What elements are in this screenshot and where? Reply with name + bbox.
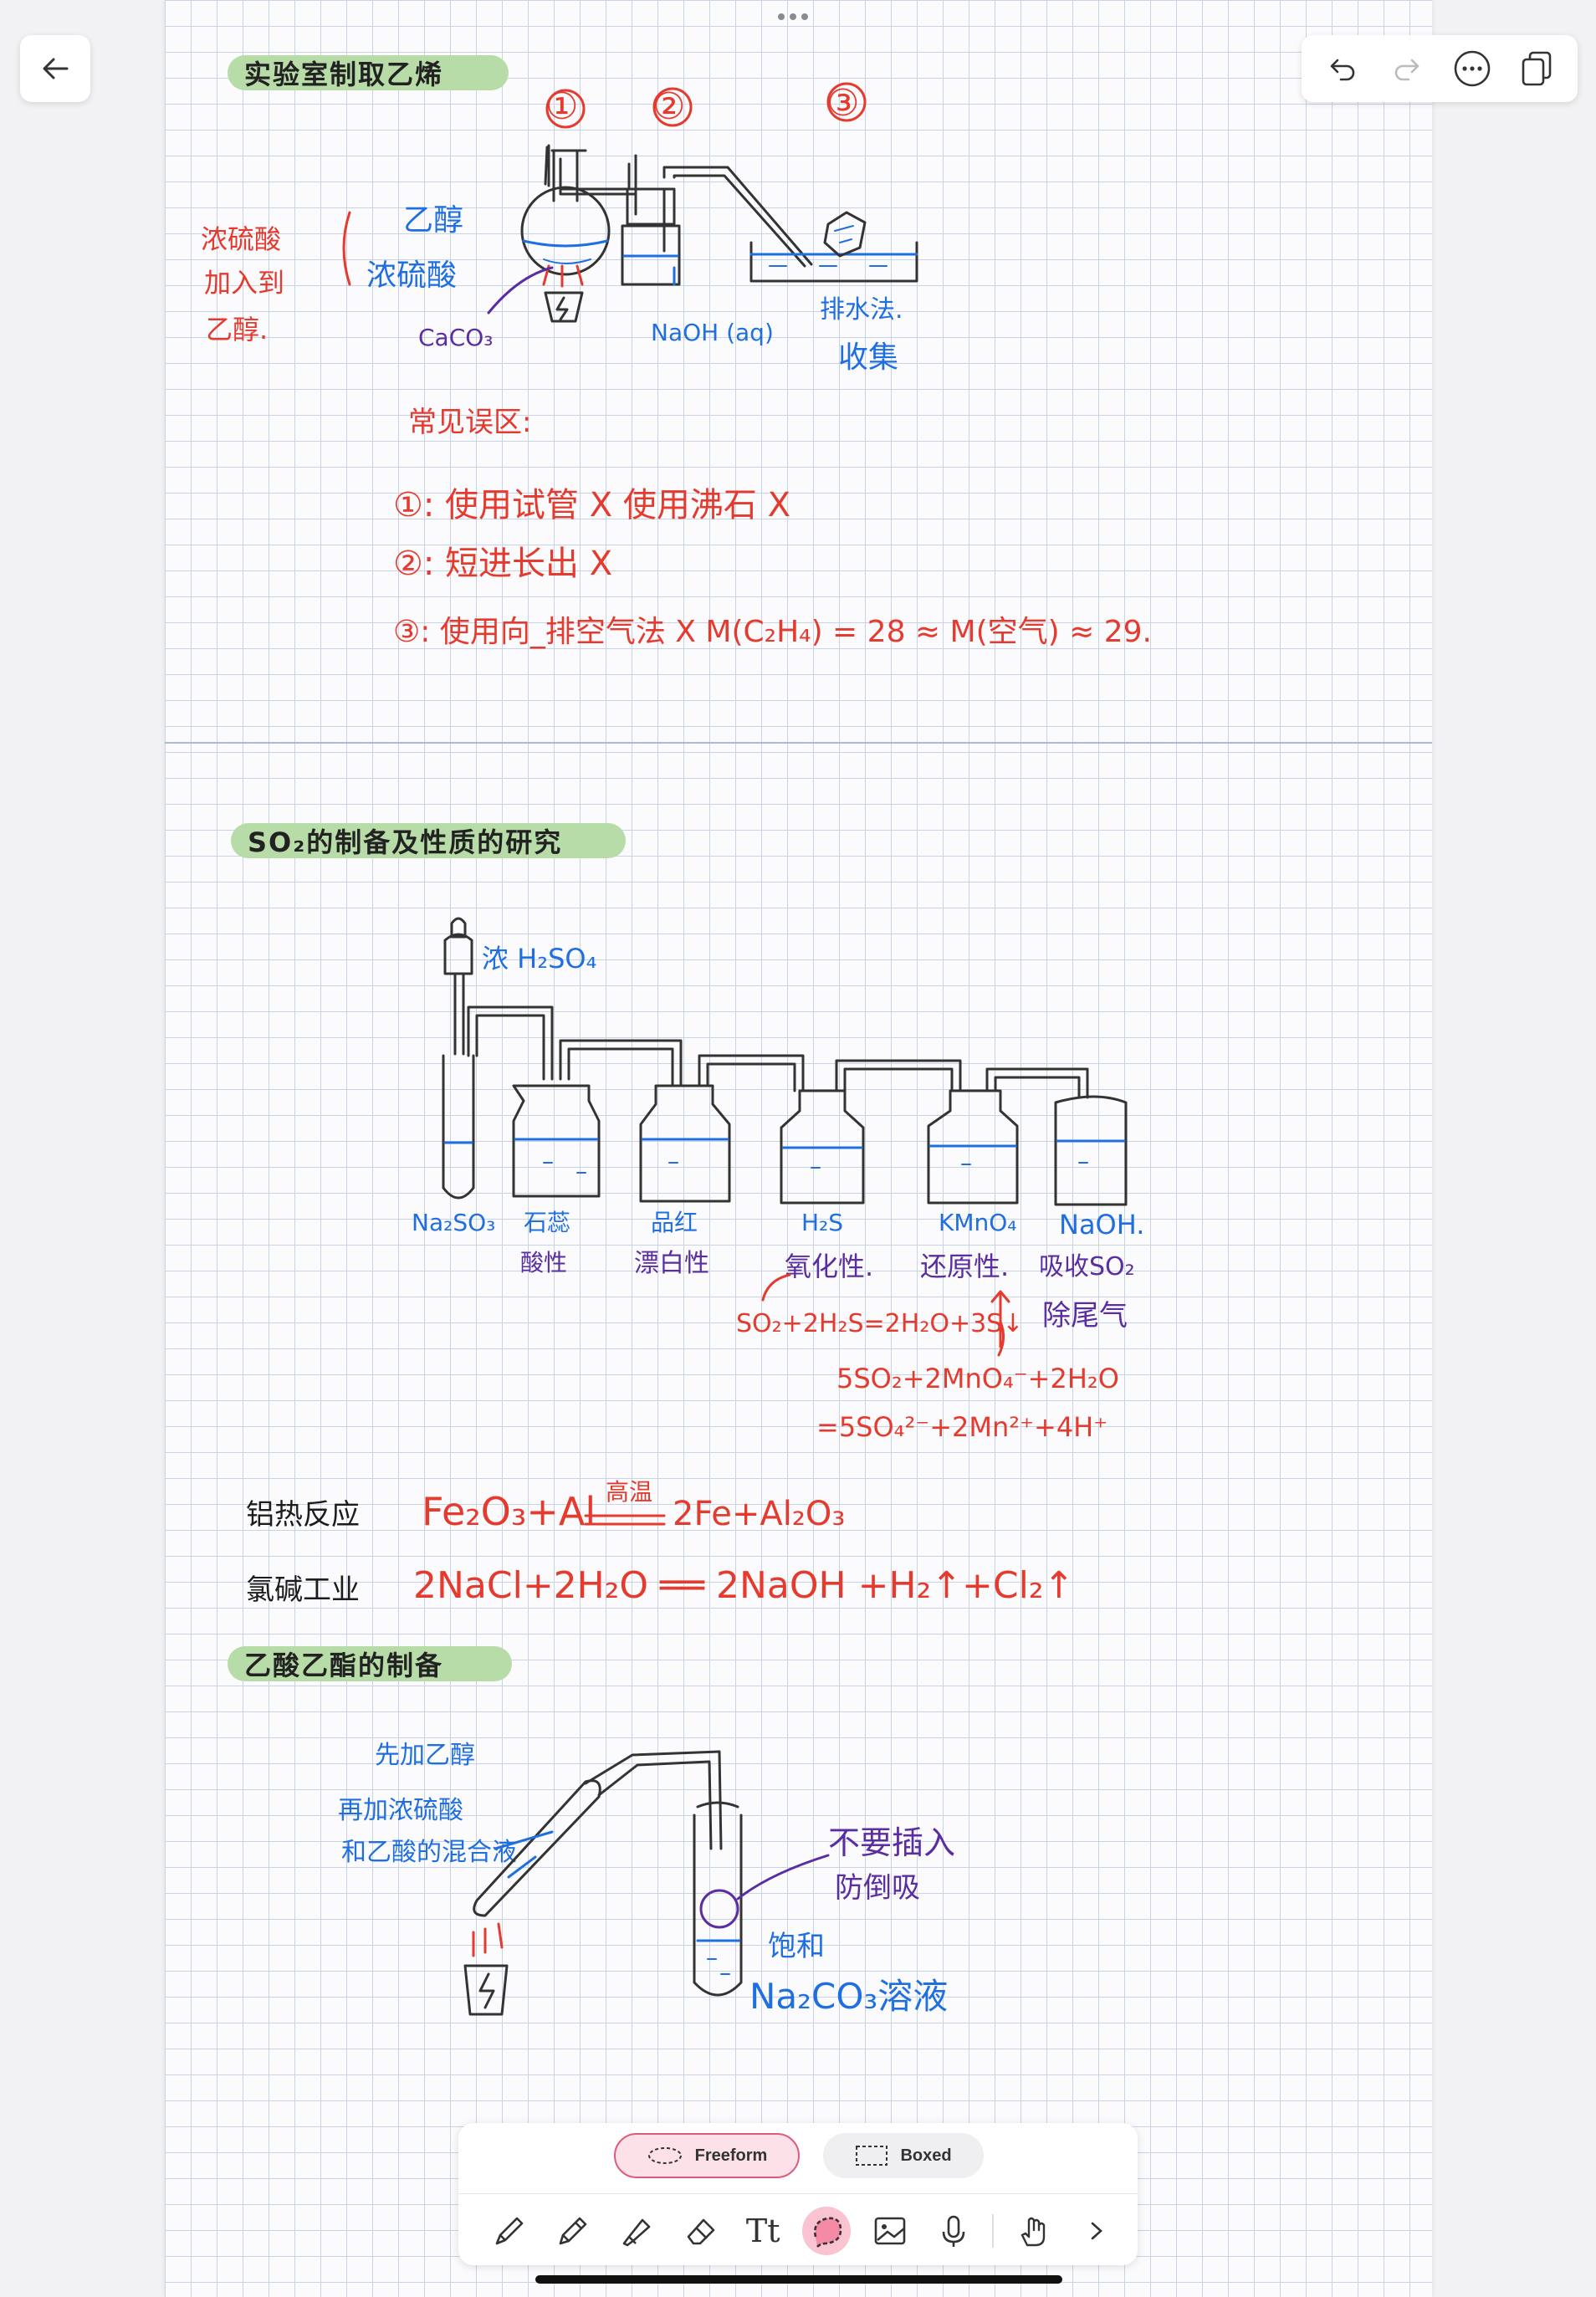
chevron-right-icon	[1091, 2222, 1102, 2240]
mistake-1: ①: 使用试管 X 使用沸石 X	[393, 486, 790, 524]
equation-kmno4-line1: 5SO₂+2MnO₄⁻+2H₂O	[836, 1363, 1119, 1394]
pencil-tool[interactable]	[549, 2207, 597, 2255]
highlighter-icon	[622, 2218, 650, 2247]
expand-tools-button[interactable]	[1072, 2207, 1121, 2255]
note-line: 加入到	[204, 267, 285, 299]
redo-icon	[1395, 59, 1420, 81]
home-indicator[interactable]	[535, 2275, 1062, 2284]
thermite-label: 铝热反应	[246, 1498, 360, 1532]
bottle-reagent: KMnO₄	[939, 1209, 1017, 1236]
bottle-reagent: H₂S	[801, 1209, 844, 1236]
bottle-property: 还原性.	[920, 1251, 1010, 1282]
tool-separator	[992, 2214, 995, 2248]
eraser-tool[interactable]	[675, 2207, 724, 2255]
bottle-property: 氧化性.	[785, 1251, 874, 1282]
thermite-reactants: Fe₂O₃+Al	[422, 1489, 596, 1534]
more-icon	[1454, 50, 1491, 87]
hand-icon	[1021, 2217, 1046, 2247]
pen-tool[interactable]	[485, 2207, 534, 2255]
bottle-property: 酸性	[520, 1249, 568, 1276]
undo-icon	[1330, 59, 1354, 81]
image-icon	[874, 2217, 906, 2245]
microphone-tool[interactable]	[929, 2207, 978, 2255]
box-select-icon	[856, 2146, 888, 2166]
ester-note: 再加浓硫酸	[338, 1796, 463, 1825]
bottle-property: 除尾气	[1042, 1299, 1128, 1333]
ester-tip: 不要插入	[828, 1824, 956, 1861]
lasso-icon	[647, 2147, 682, 2164]
highlighter-tool[interactable]	[612, 2207, 661, 2255]
saturated-label: 饱和	[768, 1930, 825, 1963]
section-title-ethylene: 实验室制取乙烯	[228, 55, 509, 90]
text-tool[interactable]: Tt	[739, 2207, 787, 2255]
touch-tool[interactable]	[1009, 2207, 1057, 2255]
page-divider	[165, 742, 1432, 744]
section-title-so2: SO₂的制备及性质的研究	[231, 823, 626, 858]
ester-note: 和乙酸的混合液	[341, 1838, 517, 1867]
reagent-sulfuric-acid: 浓硫酸	[366, 258, 458, 293]
ester-apparatus	[463, 1750, 743, 2016]
boxed-mode-button[interactable]: Boxed	[823, 2133, 984, 2178]
redo-button[interactable]	[1386, 48, 1428, 90]
bottle-reagent: 品红	[651, 1209, 698, 1236]
wash-bottle	[621, 166, 813, 286]
equation-kmno4-line2: =5SO₄²⁻+2Mn²⁺+4H⁺	[816, 1411, 1108, 1443]
naoh-label: NaOH (aq)	[651, 319, 774, 346]
image-tool[interactable]	[866, 2207, 914, 2255]
eraser-icon	[688, 2218, 715, 2245]
tool-panel: Freeform Boxed Tt	[458, 2123, 1138, 2265]
pencil-icon	[559, 2217, 587, 2245]
na2so3-label: Na₂SO₃	[412, 1209, 496, 1236]
collect-label: 收集	[838, 340, 899, 375]
mistake-3: ③: 使用向_排空气法 X M(C₂H₄) = 28 ≈ M(空气) ≈ 29.	[393, 615, 1152, 649]
thermite-condition: 高温	[606, 1478, 653, 1506]
ester-tip: 防倒吸	[835, 1871, 920, 1905]
freeform-mode-button[interactable]: Freeform	[614, 2133, 800, 2178]
more-button[interactable]	[1451, 48, 1493, 90]
arrow-left-icon	[43, 58, 69, 79]
note-line: 乙醇.	[206, 314, 269, 345]
reagent-ethanol: 乙醇	[403, 203, 464, 238]
equation-h2s: SO₂+2H₂S=2H₂O+3S↓	[736, 1309, 1024, 1338]
note-line: 浓硫酸	[201, 223, 282, 255]
ester-note: 先加乙醇	[375, 1741, 475, 1770]
chlor-alkali-equation: 2NaCl+2H₂O ══ 2NaOH +H₂↑+Cl₂↑	[413, 1564, 1075, 1607]
mistake-2: ②: 短进长出 X	[393, 545, 613, 583]
caco3-label: CaCO₃	[418, 324, 494, 351]
bottle-reagent: NaOH.	[1059, 1209, 1145, 1241]
pages-button[interactable]	[1516, 48, 1558, 90]
so2-apparatus	[442, 917, 1128, 1206]
chlor-alkali-label: 氯碱工业	[246, 1573, 360, 1607]
lasso-tool[interactable]	[801, 2207, 851, 2255]
section-title-ester: 乙酸乙酯的制备	[228, 1646, 512, 1681]
lasso-tool-icon	[814, 2217, 842, 2248]
thermite-products: 2Fe+Al₂O₃	[673, 1495, 846, 1533]
drag-handle[interactable]	[778, 13, 808, 20]
undo-button[interactable]	[1322, 48, 1363, 90]
top-toolbar	[1302, 35, 1578, 102]
freeform-label: Freeform	[694, 2146, 768, 2165]
acid-label: 浓 H₂SO₄	[482, 943, 597, 975]
collect-method-label: 排水法.	[820, 295, 903, 325]
mistakes-title: 常见误区:	[408, 406, 532, 439]
flask-apparatus	[520, 144, 637, 276]
na2co3-label: Na₂CO₃溶液	[749, 1976, 949, 2017]
bottle-property: 漂白性	[634, 1249, 709, 1278]
bottle-property: 吸收SO₂	[1039, 1252, 1135, 1282]
boxed-label: Boxed	[900, 2146, 952, 2165]
pages-icon	[1522, 51, 1552, 86]
microphone-icon	[942, 2215, 964, 2247]
text-tool-label: Tt	[745, 2213, 780, 2249]
panel-divider	[458, 2193, 1138, 2194]
back-button[interactable]	[20, 35, 90, 102]
pen-icon	[495, 2217, 524, 2245]
bottle-reagent: 石蕊	[524, 1209, 571, 1236]
drawing-tools: Tt	[485, 2203, 1121, 2259]
